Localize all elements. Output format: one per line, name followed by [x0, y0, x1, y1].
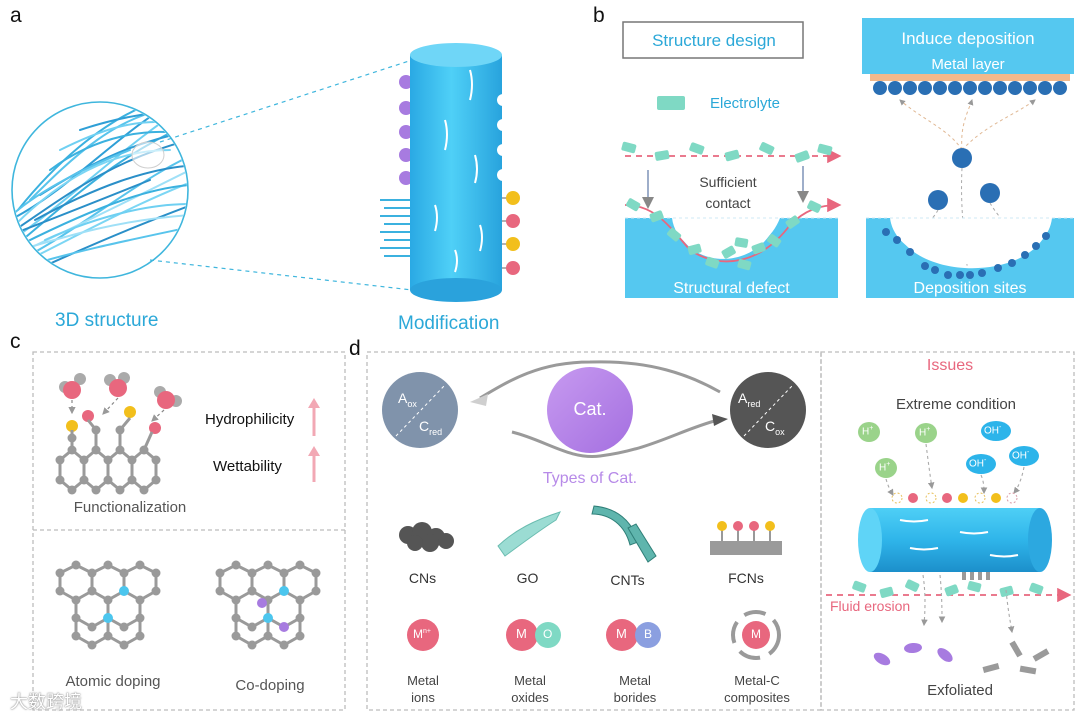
metal-boride-m: M — [616, 626, 627, 641]
oh-minus-3: OH- — [1012, 449, 1030, 462]
fluid-erosion-label: Fluid erosion — [830, 598, 911, 614]
hydrophilicity-label: Hydrophilicity — [205, 411, 295, 428]
panel-c-doping — [55, 560, 321, 650]
metal-c-m: M — [751, 627, 761, 641]
left-circle-bottom: Cred — [419, 418, 443, 437]
oh-minus-1: OH- — [984, 424, 1002, 437]
structure-design-label: Structure design — [652, 31, 776, 50]
panel-d-issues — [826, 421, 1072, 675]
contact-label: contact — [705, 195, 751, 211]
catalyst-label: Cat. — [573, 399, 607, 419]
panel-a-letter: a — [10, 4, 22, 27]
fcns-label: FCNs — [728, 570, 764, 586]
panel-b-structure-design — [621, 21, 842, 298]
functionalization-label: Functionalization — [73, 499, 187, 516]
panel-d-types — [399, 505, 782, 660]
h-plus-3: H+ — [879, 461, 891, 474]
panel-d-letter: d — [349, 337, 361, 360]
types-of-cat-label: Types of Cat. — [542, 470, 638, 487]
extreme-condition-label: Extreme condition — [895, 396, 1017, 413]
h-plus-1: H+ — [862, 425, 874, 438]
panel-c-letter: c — [10, 330, 21, 353]
deposition-sites-label: Deposition sites — [913, 280, 1027, 297]
metal-layer-label: Metal layer — [931, 56, 1005, 73]
metal-boride-b: B — [644, 627, 653, 641]
panel-b-letter: b — [593, 4, 605, 27]
electrolyte-label: Electrolyte — [710, 95, 781, 112]
wettability-label: Wettability — [213, 458, 282, 475]
right-circle-bottom: Cox — [765, 418, 785, 437]
watermark: 大数跨境 — [10, 692, 82, 713]
structural-defect-label: Structural defect — [673, 280, 790, 297]
left-circle-top: Aox — [398, 390, 417, 409]
modification-label: Modification — [398, 313, 500, 334]
panel-a-fibers — [11, 59, 413, 291]
issues-label: Issues — [926, 357, 974, 374]
h-plus-2: H+ — [919, 426, 931, 439]
right-circle-top: Ared — [738, 390, 761, 409]
oh-minus-2: OH- — [969, 457, 987, 470]
induce-deposition-label: Induce deposition — [901, 29, 1035, 48]
panel-c-functionalization — [32, 351, 346, 711]
3d-structure-label: 3D structure — [55, 310, 159, 331]
sufficient-label: Sufficient — [699, 174, 757, 190]
metal-oxide-m: M — [516, 626, 527, 641]
exfoliated-label: Exfoliated — [927, 682, 993, 699]
cnts-label: CNTs — [610, 572, 645, 588]
panel-d-catalysis — [382, 360, 806, 459]
cns-label: CNs — [408, 570, 437, 586]
panel-a-cylinder — [380, 43, 520, 302]
panel-b-induce-deposition — [862, 18, 1074, 298]
co-doping-label: Co-doping — [235, 677, 305, 694]
metal-oxide-o: O — [543, 627, 553, 641]
go-label: GO — [516, 570, 539, 586]
atomic-doping-label: Atomic doping — [65, 673, 161, 690]
panel-d-boxes — [366, 351, 1075, 711]
metal-ion-symbol: Mn+ — [413, 627, 431, 641]
